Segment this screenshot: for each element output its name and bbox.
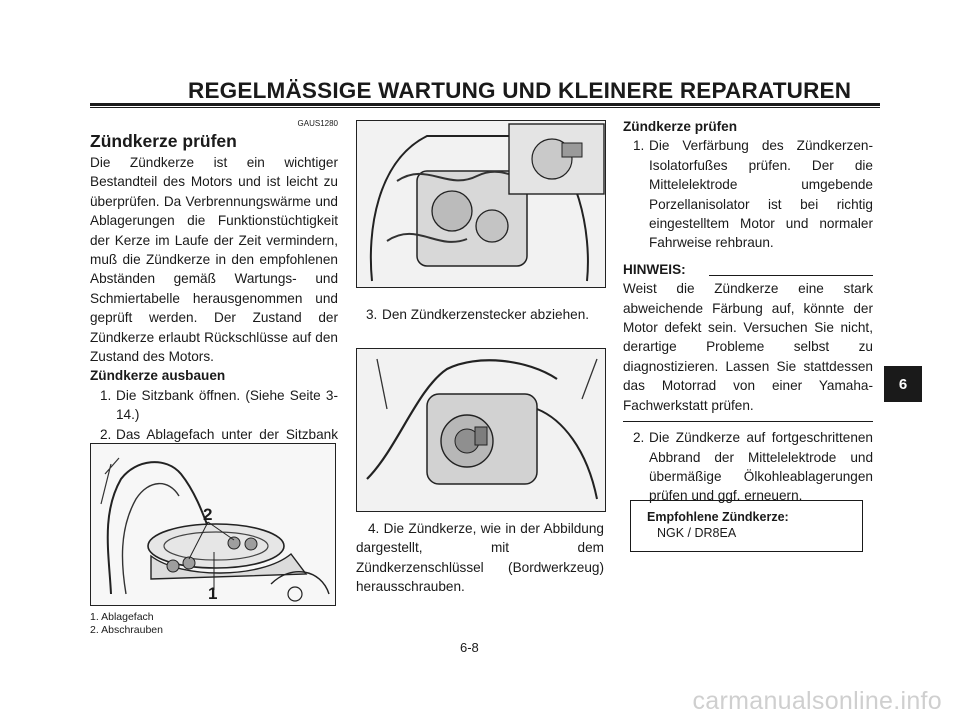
header-rule: [90, 103, 880, 108]
removal-step: 3.Den Zündkerzenstecker abziehen.: [366, 307, 590, 322]
removal-step: 4. Die Zündkerze, wie in der Abbildung d…: [356, 521, 604, 595]
right-column: Zündkerze prüfen 1.Die Verfärbung des Zü…: [623, 117, 873, 506]
caption-item: 1. Ablagefach: [90, 611, 154, 623]
note-header: HINWEIS:: [623, 259, 873, 280]
note-end-rule: [623, 421, 873, 423]
middle-column: 3.Den Zündkerzenstecker abziehen.: [356, 305, 604, 324]
spec-label: Empfohlene Zündkerze:: [647, 510, 789, 524]
inspection-heading: Zündkerze prüfen: [623, 119, 738, 134]
section-code: GAUS1280: [297, 119, 338, 128]
middle-column-lower: 4. Die Zündkerze, wie in der Abbildung d…: [356, 519, 604, 597]
note-label: HINWEIS:: [623, 259, 690, 280]
spec-box: Empfohlene Zündkerze: NGK / DR8EA: [630, 500, 863, 552]
figure-captions: 1. Ablagefach 2. Abschrauben: [90, 611, 163, 637]
inspection-step: 2.Die Zündkerze auf fortgeschrittenen Ab…: [633, 430, 873, 504]
note-text: Weist die Zündkerze eine stark abweichen…: [623, 281, 873, 413]
figure-spark-plug-cap: [356, 348, 606, 512]
page-number: 6-8: [460, 640, 479, 655]
left-column: GAUS1280 Zündkerze prüfen Die Zündkerze …: [90, 118, 338, 464]
page-header-title: REGELMÄSSIGE WARTUNG UND KLEINERE REPARA…: [188, 78, 852, 103]
spec-value: NGK / DR8EA: [657, 526, 737, 540]
watermark: carmanualsonline.info: [692, 687, 942, 715]
figure-engine-overview: [356, 120, 606, 288]
section-title: Zündkerze prüfen: [90, 131, 237, 151]
caption-item: 2. Abschrauben: [90, 624, 163, 636]
chapter-tab[interactable]: 6: [884, 366, 922, 402]
removal-step: 1.Die Sitzbank öffnen. (Siehe Seite 3-14…: [100, 387, 338, 423]
figure-storage-compartment: [90, 443, 336, 606]
intro-paragraph: Die Zündkerze ist ein wichtiger Bestandt…: [90, 155, 338, 365]
callout-2: 2: [203, 505, 213, 524]
removal-heading: Zündkerze ausbauen: [90, 368, 226, 384]
callout-1: 1: [208, 584, 218, 603]
inspection-step: 1.Die Verfärbung des Zündkerzen-Isolator…: [633, 138, 873, 251]
